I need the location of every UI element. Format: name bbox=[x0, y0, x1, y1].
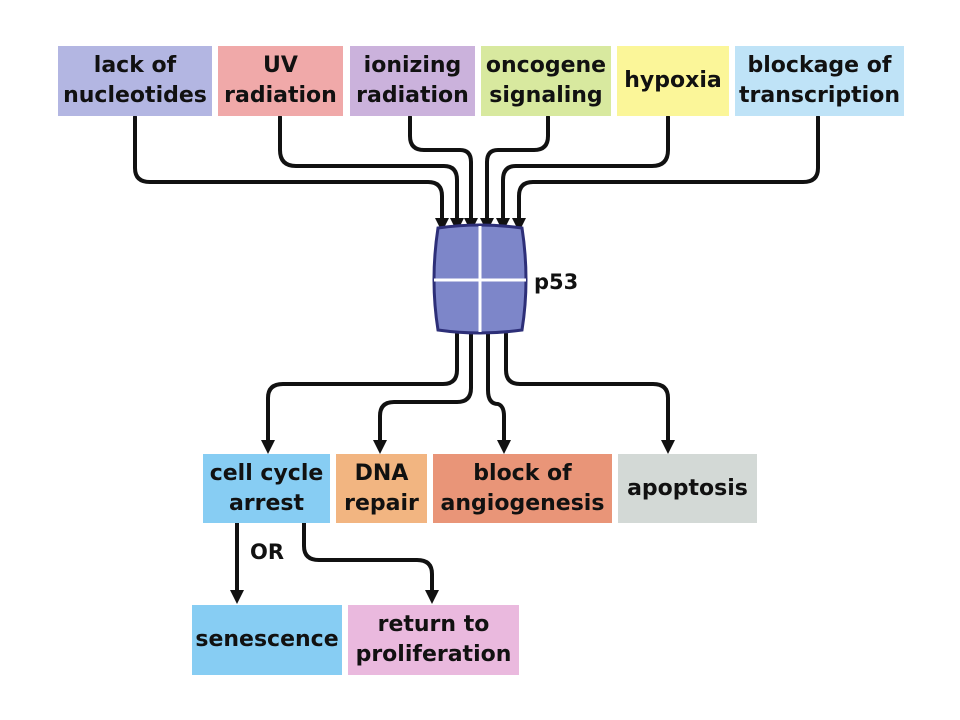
arrowhead bbox=[497, 440, 511, 454]
box-senescence: senescence bbox=[192, 605, 342, 675]
label-line: ionizing bbox=[363, 53, 462, 78]
label-line: block of bbox=[473, 460, 572, 486]
arrow-nucleotides-to-p53 bbox=[133, 115, 444, 224]
label-line: UV bbox=[263, 53, 298, 78]
box-cell-cycle-arrest: cell cycle arrest bbox=[203, 454, 330, 523]
box-apoptosis: apoptosis bbox=[618, 454, 757, 523]
label-line: repair bbox=[344, 490, 419, 516]
label-line: apoptosis bbox=[627, 475, 748, 501]
p53-protein-icon bbox=[432, 223, 528, 335]
arrow-arrest-to-proliferation bbox=[302, 521, 434, 598]
arrowhead bbox=[230, 590, 244, 604]
arrow-p53-to-apoptosis bbox=[504, 332, 670, 448]
label-line: cell cycle bbox=[209, 460, 324, 486]
arrow-p53-to-angiogenesis bbox=[486, 332, 506, 448]
arrow-p53-to-cell-cycle-arrest bbox=[266, 332, 459, 448]
label-line: nucleotides bbox=[63, 83, 207, 108]
or-label: OR bbox=[250, 540, 285, 564]
box-ionizing-radiation: ionizing radiation bbox=[350, 46, 475, 116]
box-oncogene-signaling: oncogene signaling bbox=[481, 46, 611, 116]
arrowhead bbox=[435, 218, 449, 232]
label-line: oncogene bbox=[485, 53, 607, 78]
arrow-oncogene-to-p53 bbox=[485, 115, 550, 224]
arrow-p53-to-dna-repair bbox=[378, 332, 473, 448]
arrow-transcription-to-p53 bbox=[517, 115, 820, 224]
arrowhead bbox=[512, 218, 526, 232]
box-block-of-angiogenesis: block of angiogenesis bbox=[433, 454, 612, 523]
label-line: arrest bbox=[228, 490, 305, 516]
label-line: return to bbox=[377, 612, 490, 637]
arrow-hypoxia-to-p53 bbox=[501, 115, 670, 224]
label-line: hypoxia bbox=[624, 68, 722, 93]
label-line: transcription bbox=[739, 83, 900, 108]
label-line: angiogenesis bbox=[440, 490, 605, 516]
label-line: signaling bbox=[489, 83, 603, 108]
label-line: blockage of bbox=[747, 53, 892, 78]
arrowhead bbox=[373, 440, 387, 454]
arrowhead bbox=[425, 590, 439, 604]
label-line: DNA bbox=[354, 460, 409, 486]
p53-label: p53 bbox=[534, 270, 579, 294]
box-uv-radiation: UV radiation bbox=[218, 46, 343, 116]
box-dna-repair: DNA repair bbox=[336, 454, 427, 523]
arrowhead bbox=[661, 440, 675, 454]
label-line: radiation bbox=[224, 83, 337, 108]
label-line: proliferation bbox=[355, 642, 512, 667]
box-hypoxia: hypoxia bbox=[617, 46, 729, 116]
arrowhead bbox=[261, 440, 275, 454]
box-return-to-proliferation: return to proliferation bbox=[348, 605, 519, 675]
box-lack-of-nucleotides: lack of nucleotides bbox=[58, 46, 212, 116]
box-blockage-of-transcription: blockage of transcription bbox=[735, 46, 904, 116]
label-line: radiation bbox=[356, 83, 469, 108]
arrow-ionizing-to-p53 bbox=[408, 115, 473, 224]
label-line: lack of bbox=[93, 53, 177, 78]
arrow-uv-to-p53 bbox=[278, 115, 459, 224]
label-line: senescence bbox=[195, 627, 339, 652]
